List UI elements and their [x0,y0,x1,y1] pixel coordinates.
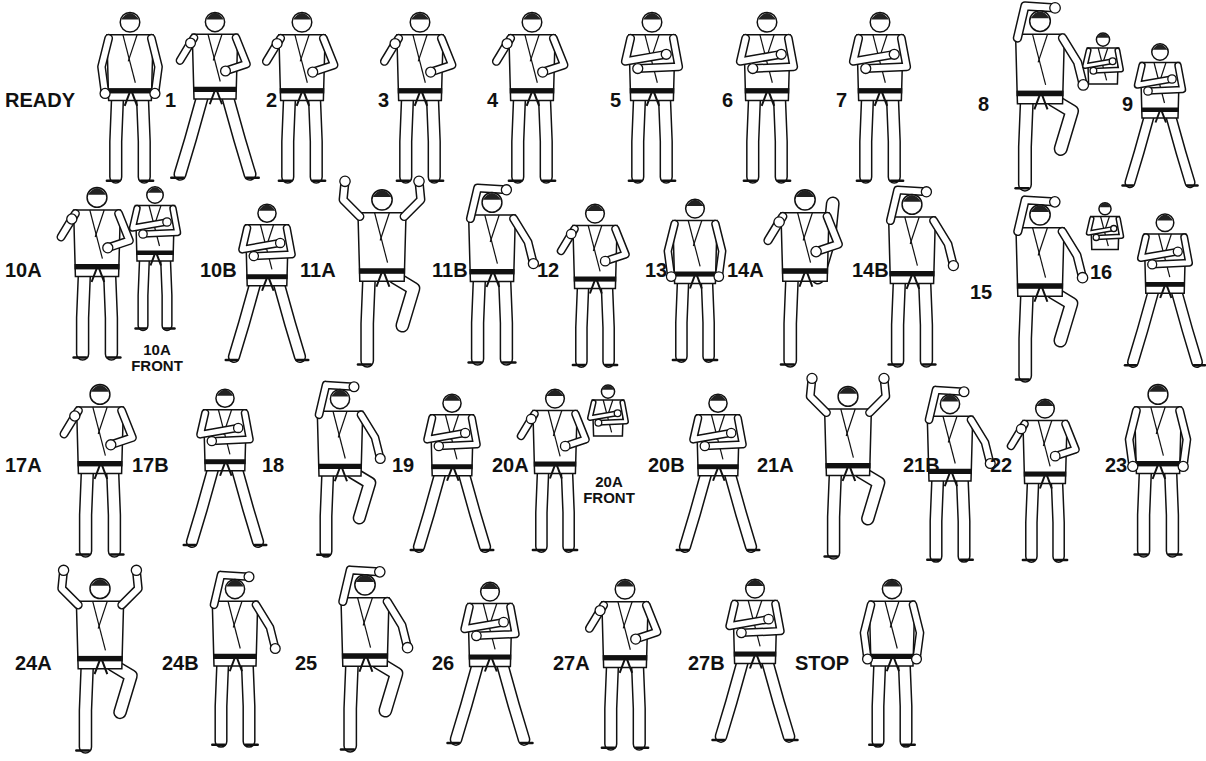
karateka-figure [1089,203,1122,250]
pose-number: 21B [903,455,940,476]
karateka-figure [226,204,309,360]
pose-number: 3 [378,90,389,111]
karateka-figure [496,12,564,180]
pose-number: 1 [165,90,176,111]
karateka-figure [100,12,160,180]
karateka-figure [853,12,906,180]
karateka-figure [677,394,760,550]
karateka-figure [184,389,267,545]
karateka-figure [212,572,280,745]
karateka-figure [625,12,678,180]
pose-number: 12 [537,260,559,281]
pose-number: 10A [5,260,42,281]
karateka-figure [666,199,723,360]
karateka-figure [768,190,838,365]
karateka-figure [1011,399,1076,560]
karateka-figure [740,12,793,180]
karateka-figure [561,204,626,365]
pose-number: 4 [487,90,498,111]
karateka-figure [64,385,132,555]
karateka-figure [317,382,385,555]
pose-number: 24B [162,653,199,674]
karateka-figure [171,12,259,177]
karateka-figure [1016,3,1089,189]
karateka-figure [1016,197,1088,380]
karateka-figure [266,12,334,180]
karateka-figure [590,385,626,436]
pose-number: 8 [978,94,989,115]
karateka-figure [59,565,142,750]
karateka-figure [1085,33,1121,84]
pose-number: 26 [432,653,454,674]
pose-number: 10B [200,260,237,281]
pose-number: 21A [757,455,794,476]
pose-number: 24A [15,653,52,674]
karateka-figure [384,12,452,180]
pose-number: 5 [610,90,621,111]
karateka-figure [1128,385,1188,555]
karateka-figure [411,394,494,550]
pose-number: 7 [836,90,847,111]
karateka-figure [807,373,889,556]
pose-number: 20A [492,455,529,476]
pose-number: 22 [990,455,1012,476]
pose-number: 15 [970,282,992,303]
pose-number: 2 [266,90,277,111]
karateka-figure [341,567,413,750]
karateka-figure [133,187,178,329]
karateka-figure [713,579,798,740]
pose-number: 27B [688,653,725,674]
pose-number: 16 [1090,262,1112,283]
pose-number: 23 [1105,455,1127,476]
pose-number: 20A FRONT [578,474,640,506]
pose-number: 20B [648,455,685,476]
pose-number: 11A [300,260,336,281]
karateka-figure [448,582,533,743]
pose-number: 14B [852,260,889,281]
pose-number: 17B [132,455,169,476]
pose-number: 17A [5,455,42,476]
karateka-figure [863,579,922,744]
karateka-figure [521,389,586,550]
karateka-figure [1123,44,1198,186]
pose-number: 13 [645,260,667,281]
pose-number: STOP [795,653,849,674]
pose-number: 6 [722,90,733,111]
pose-number: 27A [553,653,590,674]
karateka-figure [61,188,129,358]
pose-number: 19 [392,455,414,476]
pose-number: 18 [262,455,284,476]
pose-number: 9 [1122,94,1133,115]
pose-number: READY [5,90,75,111]
pose-number: 25 [295,653,317,674]
pose-number: 10A FRONT [126,342,188,374]
pose-number: 14A [727,260,764,281]
karateka-figure [469,185,539,363]
karateka-figure [889,187,959,365]
karateka-figure [340,176,424,364]
karateka-figure [1125,214,1205,365]
karateka-figure [589,579,657,747]
pose-number: 11B [432,260,468,281]
